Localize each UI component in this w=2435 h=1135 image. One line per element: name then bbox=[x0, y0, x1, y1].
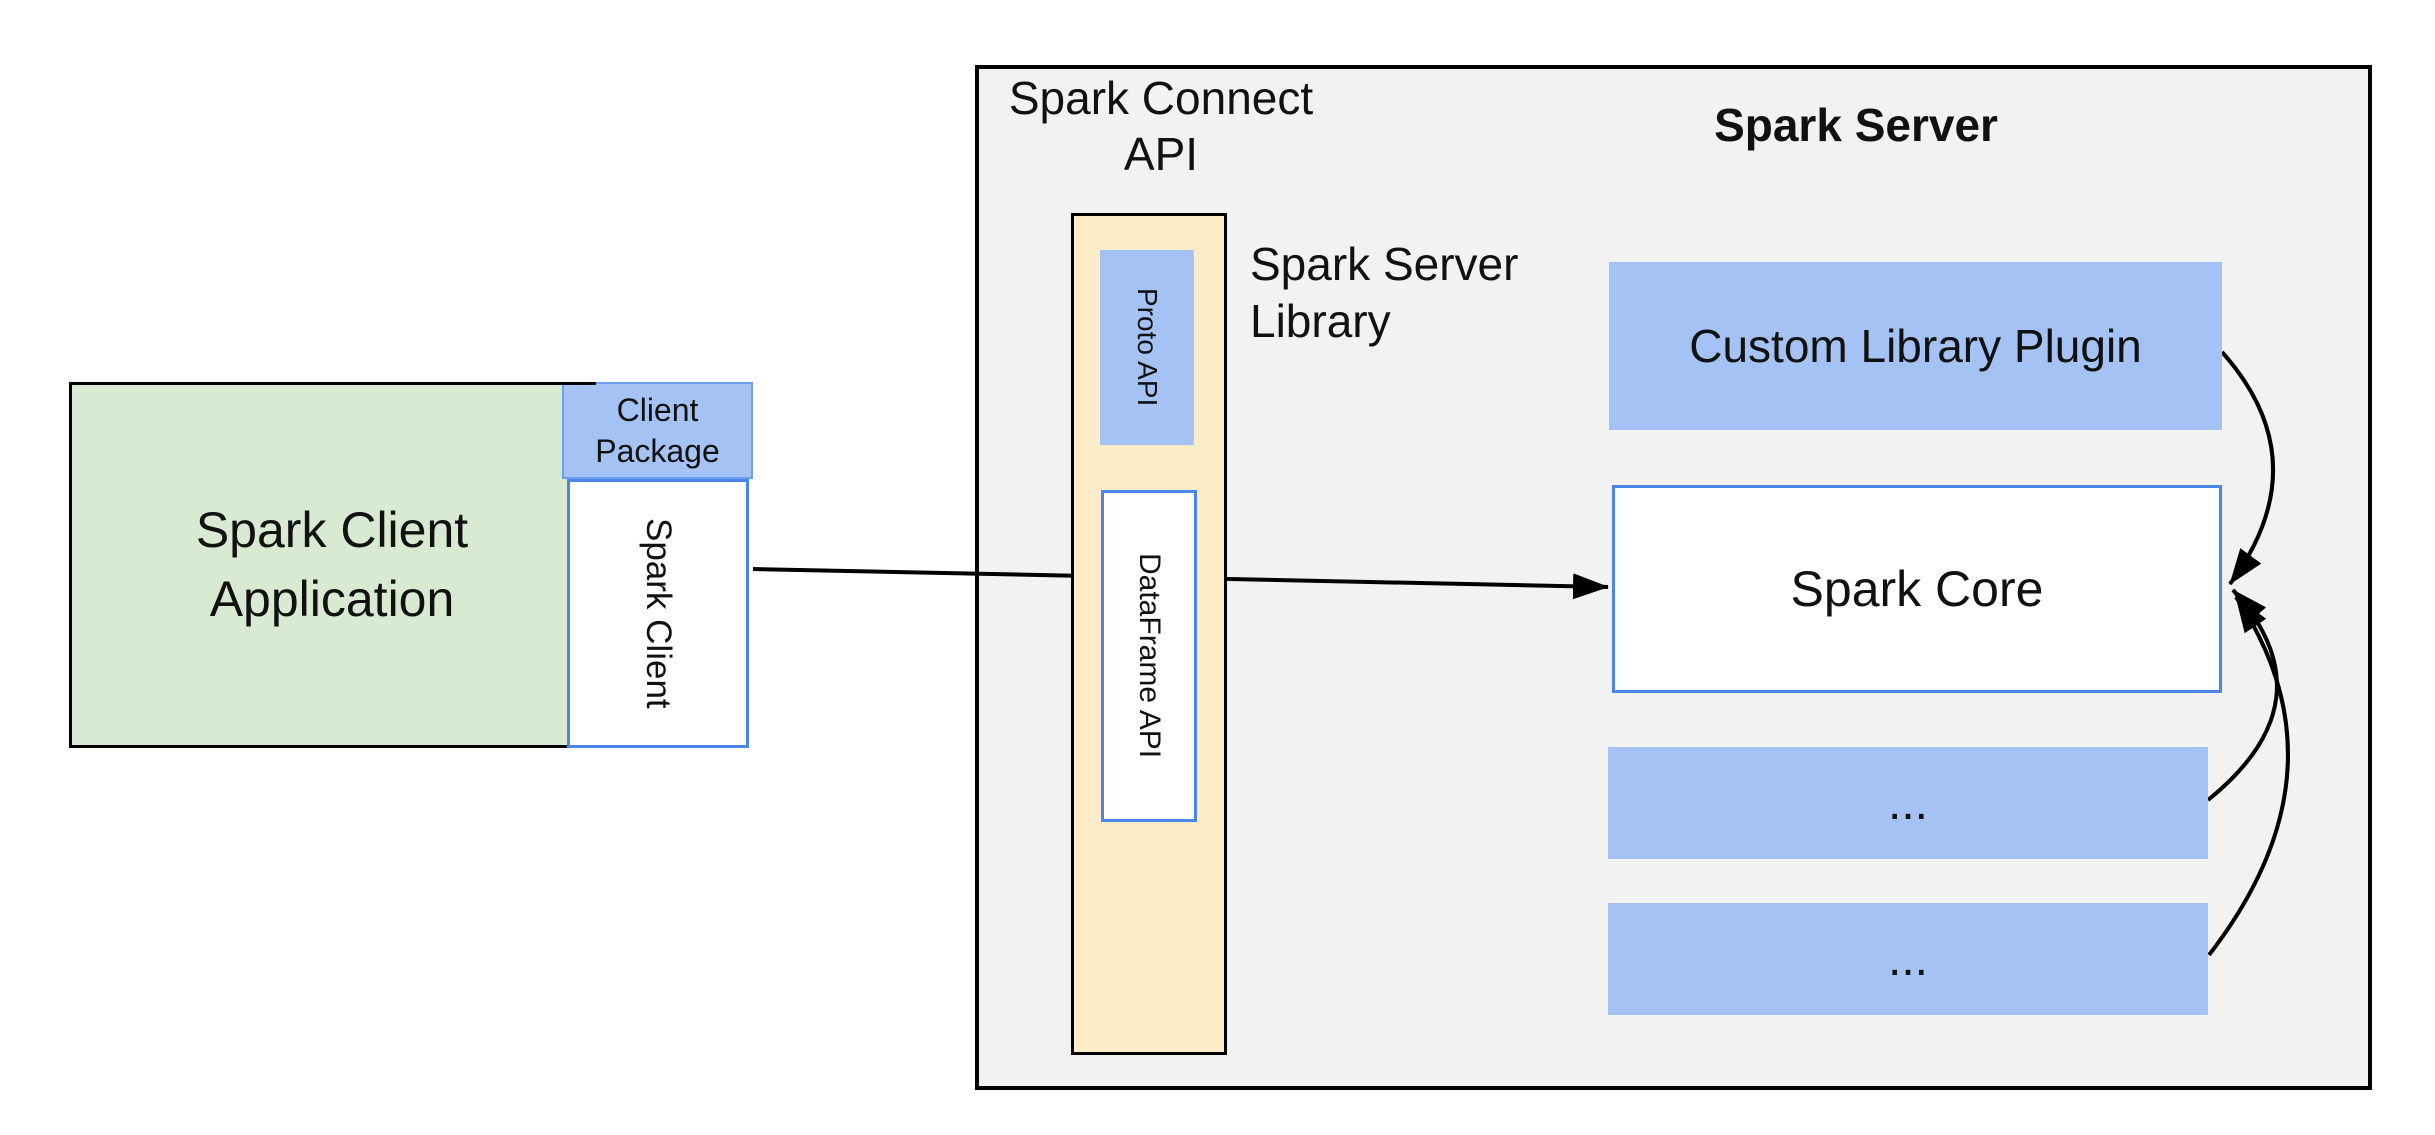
custom-library-plugin-box: Custom Library Plugin bbox=[1609, 262, 2222, 430]
proto-api-box: Proto API bbox=[1100, 250, 1194, 445]
spark-core-label: Spark Core bbox=[1790, 561, 2044, 617]
extension-box-1: ... bbox=[1608, 747, 2208, 859]
spark-server-library-label: Spark Server Library bbox=[1250, 238, 1519, 348]
extension-box-1-label: ... bbox=[1887, 776, 1928, 830]
spark-client-box: Spark Client bbox=[567, 479, 749, 748]
extension-box-2-label: ... bbox=[1887, 932, 1928, 986]
client-app-border-segment bbox=[562, 382, 596, 385]
spark-server-library-box: Proto API DataFrame API bbox=[1071, 213, 1227, 1055]
proto-api-label: Proto API bbox=[1132, 288, 1163, 407]
extension-box-2: ... bbox=[1608, 903, 2208, 1015]
client-package-box: Client Package bbox=[562, 382, 753, 479]
spark-client-label: Spark Client bbox=[639, 518, 678, 709]
client-package-label: Client Package bbox=[595, 391, 720, 469]
spark-connect-api-label: Spark Connect API bbox=[1008, 72, 1314, 181]
spark-client-application-label: Spark Client Application bbox=[195, 502, 469, 627]
custom-library-plugin-label: Custom Library Plugin bbox=[1689, 320, 2142, 372]
spark-core-box: Spark Core bbox=[1612, 485, 2222, 693]
dataframe-api-label: DataFrame API bbox=[1133, 553, 1166, 759]
dataframe-api-box: DataFrame API bbox=[1101, 490, 1197, 822]
spark-client-application-box: Spark Client Application bbox=[69, 382, 595, 748]
spark-server-title: Spark Server bbox=[1714, 99, 1998, 151]
